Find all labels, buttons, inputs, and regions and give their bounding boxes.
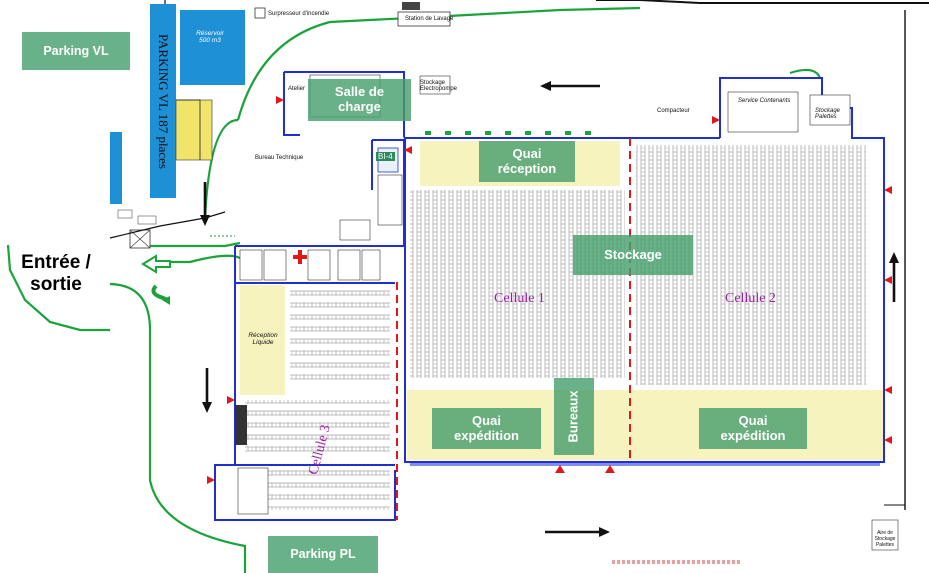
racks-cellule-3-bottom (245, 400, 390, 455)
curved-arrow-icon (151, 284, 170, 305)
compacteur-label: Compacteur (657, 108, 690, 114)
quai-expedition-left-line-1: Quai (472, 412, 501, 428)
quai-expedition-right-line-1: Quai (738, 412, 768, 428)
surpresseur-label: Surpresseur d'incendie (268, 11, 330, 17)
cellule-3-label: Cellule 3 (300, 420, 340, 480)
dock-marks-red (207, 96, 892, 484)
arrow-icon (200, 81, 899, 537)
bi4-label: BI-4 (376, 152, 395, 161)
bureaux-label: Bureaux (554, 378, 594, 455)
dock-marks (425, 131, 591, 135)
quai-expedition-left-label: Quai expédition (432, 408, 541, 449)
stockage-label: Stockage (573, 235, 693, 275)
entree-sortie-label: Entrée / sortie (8, 252, 104, 296)
station-lavage (397, 11, 451, 27)
parking-pl-label: Parking PL (268, 536, 378, 573)
stockage-text: Stockage (604, 246, 662, 262)
entree-sortie-line-1: Entrée / (21, 252, 91, 273)
salle-de-charge-line-2: charge (338, 99, 381, 114)
parking-vl-places-label: PARKING VL 187 places (149, 4, 177, 198)
annex-rooms (237, 74, 899, 551)
entree-sortie-line-2: sortie (30, 273, 82, 295)
stockage-palettes-label: Stockage Palettes (815, 108, 841, 120)
atelier-label: Atelier (288, 86, 306, 92)
stockage-electropompe-label: Stockage Electropompe (420, 80, 458, 92)
parking-pl-text: Parking PL (290, 547, 356, 562)
service-contenants-label: Service Contenants (738, 98, 791, 104)
parking-vl-text: Parking VL (43, 43, 109, 58)
cellule-3-text: Cellule 3 (305, 423, 334, 477)
reception-liquide-label: Réception Liquide (248, 332, 278, 346)
bureau-technique-label: Bureau Technique (255, 155, 304, 161)
parking-vl-strip (150, 4, 176, 198)
fire-walls (396, 138, 631, 520)
quai-expedition-right-label: Quai expédition (699, 408, 807, 449)
arrow-left-icon (141, 254, 171, 274)
cellule-1-label: Cellule 1 (494, 291, 545, 306)
racks-cellule-3-top (290, 290, 390, 385)
parking-vl-label: Parking VL (22, 32, 130, 70)
quai-expedition-right-line-2: expédition (720, 427, 786, 443)
station-lavage-label: Station de Lavage (405, 16, 454, 22)
racks-cellule-3-lower (245, 470, 390, 510)
salle-de-charge-label: Salle de charge (308, 79, 411, 121)
roads (6, 6, 822, 573)
cellule-2-label: Cellule 2 (725, 291, 776, 306)
red-cross-icon (293, 250, 307, 264)
parking-vl-places-text: PARKING VL 187 places (156, 33, 171, 169)
bureaux-text: Bureaux (565, 390, 581, 443)
racks-cellule-1 (410, 190, 625, 378)
quai-expedition-left-line-2: expédition (453, 427, 519, 443)
reservoir-label: Réservoir 500 m3 (196, 30, 224, 44)
quai-reception-line-1: Quai (512, 145, 542, 161)
stockage-palettes-right-label: Aire de Stockage Palettes (874, 530, 896, 548)
salle-de-charge-line-1: Salle de (334, 84, 385, 100)
quai-reception-line-2: réception (497, 160, 557, 176)
dock-marks-bottom (410, 462, 880, 466)
yellow-reception-liquide (240, 285, 285, 395)
quai-reception-label: Quai réception (479, 141, 575, 182)
